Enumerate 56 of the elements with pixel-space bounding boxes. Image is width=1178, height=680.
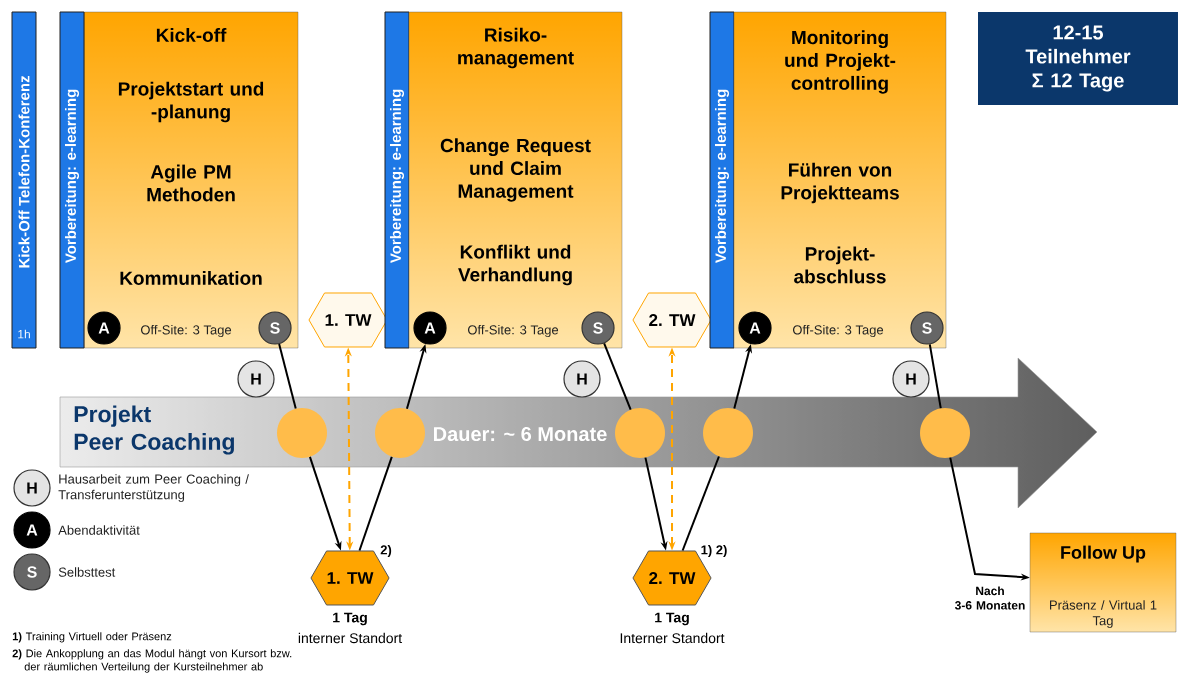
location-text: Interner Standort bbox=[620, 632, 725, 644]
milestone-dot bbox=[277, 408, 327, 458]
location-text: interner Standort bbox=[298, 632, 403, 644]
workshop-hexagon: 1. TW bbox=[308, 292, 388, 348]
day-text: 1 Tag bbox=[655, 612, 689, 626]
milestone-dot bbox=[920, 408, 970, 458]
topic-text: Kick-off bbox=[156, 28, 227, 42]
milestone-dot bbox=[703, 408, 753, 458]
legend-text: Abendaktivität bbox=[58, 525, 140, 535]
edge-label: Nach 3-6 Monaten bbox=[954, 586, 1025, 610]
duration-text: Off-Site: 3 Tage bbox=[141, 324, 232, 338]
topic-text: Projekt-abschluss bbox=[794, 246, 886, 284]
topic-text: Konflikt und Verhandlung bbox=[458, 244, 572, 286]
footnote: 1) Training Virtuell oder Präsenz bbox=[12, 632, 172, 643]
connector-line bbox=[681, 455, 720, 552]
milestone-dot bbox=[615, 408, 665, 458]
bar-text: Kick-Off Telefon-Konferenz bbox=[18, 76, 30, 268]
topic-text: Monitoring und Projekt-controlling bbox=[785, 30, 896, 94]
bar-text: Vorbereitung: e-learning bbox=[390, 89, 405, 264]
topic-text: Führen von Projektteams bbox=[781, 162, 899, 204]
legend-text: Selbsttest bbox=[58, 567, 116, 577]
participants-box: 12-15 Teilnehmer Σ 12 Tage bbox=[978, 12, 1178, 105]
legend-text: Hausarbeit zum Peer Coaching / Transferunterstützung bbox=[58, 474, 249, 502]
self-test-badge: S bbox=[13, 553, 51, 591]
workshop-hexagon: 2. TW bbox=[632, 292, 712, 348]
topic-text: Risiko-management bbox=[458, 27, 574, 69]
timeline-title: Projekt Peer Coaching bbox=[74, 405, 234, 455]
footnote-mark: 2) bbox=[380, 544, 392, 558]
connector-line bbox=[603, 342, 632, 411]
footnote: 2) Die Ankopplung an das Modul hängt von Kursort bzw. der räumlichen Verteilung der Kursteilnehmer ab bbox=[12, 649, 292, 673]
self-test-badge: S bbox=[910, 311, 944, 345]
self-test-badge: S bbox=[581, 311, 615, 345]
milestone-dot bbox=[375, 408, 425, 458]
bar-text: Vorbereitung: e-learning bbox=[65, 89, 80, 264]
activity-badge: A bbox=[413, 311, 447, 345]
topic-text: Agile PM Methoden bbox=[147, 164, 235, 202]
topic-text: Kommunikation bbox=[120, 271, 262, 285]
duration-text: Off-Site: 3 Tage bbox=[468, 324, 559, 338]
footnote-mark: 1) 2) bbox=[701, 544, 727, 558]
connector-line bbox=[278, 343, 297, 410]
duration-label: Dauer: ~ 6 Monate bbox=[434, 426, 607, 442]
topic-text: Change Request und Claim Management bbox=[440, 138, 591, 202]
topic-text: Projektstart und -planung bbox=[118, 81, 264, 123]
connector-line bbox=[358, 455, 393, 552]
duration-text: Off-Site: 3 Tage bbox=[792, 324, 884, 338]
activity-badge: A bbox=[13, 511, 51, 549]
self-test-badge: S bbox=[258, 311, 292, 345]
box-text: Präsenz / Virtual 1 Tag bbox=[1050, 600, 1157, 628]
duration-text: 1h bbox=[18, 329, 30, 339]
activity-badge: A bbox=[87, 311, 121, 345]
homework-badge: H bbox=[13, 469, 51, 507]
connector-line bbox=[928, 343, 942, 410]
box-title: Follow Up bbox=[1061, 545, 1146, 563]
activity-badge: A bbox=[738, 311, 772, 345]
day-text: 1 Tag bbox=[333, 612, 367, 626]
bar-text: Vorbereitung: e-learning bbox=[715, 89, 730, 264]
